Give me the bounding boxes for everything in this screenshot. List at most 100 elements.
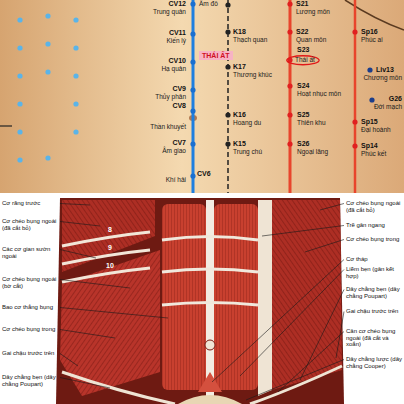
point-name: Đại hoành (361, 127, 391, 134)
leader-line (60, 222, 100, 227)
point-code: CV10 (168, 57, 186, 64)
acupoint-dot (73, 73, 78, 78)
rib (62, 268, 150, 282)
circled-point: Thái ất (286, 55, 320, 66)
acupoint-dot (225, 2, 230, 7)
acupoint-dot (352, 29, 357, 34)
muscle-label: Cơ chéo bụng trong (2, 326, 58, 333)
leader-line (320, 204, 344, 211)
point-code: S26 (297, 140, 309, 147)
highlight-tag: THÁI ẤT (199, 51, 233, 60)
point-code: CV6 (197, 170, 211, 177)
leader-line (262, 226, 344, 237)
point-code: S25 (297, 111, 309, 118)
point-code: CV12 (168, 0, 186, 7)
muscle-label: Cơ tháp (346, 256, 402, 263)
point-code: CV11 (169, 29, 186, 36)
point-code: G26 (389, 95, 402, 102)
tendinous-intersection (162, 269, 258, 272)
rib-number: 9 (108, 244, 112, 251)
acupoint-dot (367, 67, 372, 72)
acupoint-dot (45, 41, 50, 46)
point-code: CV7 (172, 139, 186, 146)
point-name: Khí hải (166, 177, 186, 184)
point-name: Thiên khu (297, 120, 326, 127)
leader-line (60, 280, 130, 289)
point-name: Chương môn (363, 75, 402, 82)
muscle-label: Gai chậu trước trên (346, 308, 402, 315)
point-name: Âm đô (199, 1, 218, 8)
point-code: Liv13 (376, 66, 394, 73)
kidney-meridian-line (227, 0, 229, 193)
conception-vessel-line (192, 0, 195, 193)
point-code: Sp15 (361, 118, 378, 125)
rib (62, 250, 150, 264)
point-name: Thạch quan (233, 37, 267, 44)
tendinous-intersection (162, 237, 258, 241)
point-name: Phúc kết (361, 151, 386, 158)
point-code: K16 (233, 111, 246, 118)
point-code: S21 (296, 0, 308, 7)
point-name: Trung quản (153, 9, 186, 16)
point-name: Kiến lý (166, 38, 186, 45)
linea-alba (206, 200, 214, 400)
muscle-label: Liềm bẹn (gân kết hợp) (346, 266, 402, 279)
acupoint-dot (17, 73, 22, 78)
rectus-sheath (258, 200, 272, 396)
point-code: K18 (233, 28, 246, 35)
pubic-bone (178, 395, 242, 404)
acupoint-dot (45, 13, 50, 18)
point-name: Ngoại lăng (297, 149, 328, 156)
internal-oblique-left (60, 250, 160, 396)
point-name: Thủy phân (155, 94, 186, 101)
inguinal-ligament (62, 372, 175, 404)
acupoint-dot (45, 69, 50, 74)
stomach-meridian-line (289, 0, 292, 193)
panel-ground (0, 197, 404, 404)
point-name: Lương môn (296, 9, 330, 16)
edge-tick (0, 125, 12, 126)
rib (62, 232, 150, 246)
muscle-label: Dây chằng bẹn (dây chằng Poupart) (346, 286, 402, 299)
leader-line (60, 204, 90, 206)
node-text: Thái ất (295, 57, 315, 64)
acupoint-dot (287, 141, 292, 146)
point-name: Hạ quản (161, 66, 186, 73)
acupoint-dot (17, 101, 22, 106)
muscle-label: Cơ chéo bụng ngoài (bờ cắt) (2, 276, 58, 289)
point-name: Âm giao (162, 148, 186, 155)
acupoint-dot (190, 59, 195, 64)
point-code: S23 (297, 46, 309, 53)
acupoint-dot (190, 31, 195, 36)
acupoint-dot (369, 97, 374, 102)
muscle-label: Cơ chéo bụng trong (346, 236, 402, 243)
point-name: Hoạt nhục môn (297, 91, 341, 98)
acupoint-dot (73, 45, 78, 50)
acupoint-dot (287, 112, 292, 117)
leader-line (60, 330, 115, 339)
rib-number: 8 (108, 226, 112, 233)
leader-line (246, 360, 344, 401)
point-code: CV9 (172, 85, 186, 92)
circle-outline (287, 56, 319, 65)
muscle-label: Cơ chéo bụng ngoài (đã cắt bỏ) (2, 218, 58, 231)
point-name: Phúc ai (361, 37, 383, 44)
umbilicus (205, 340, 215, 350)
point-code: S22 (296, 28, 308, 35)
acupoint-dot (190, 1, 195, 6)
point-code: Sp16 (361, 28, 378, 35)
muscle-label: Cân cơ chéo bụng ngoài (đã cắt và xoắn) (346, 328, 402, 348)
muscle-label: Dây chằng bẹn (dây chằng Poupart) (2, 374, 58, 387)
leader-line (336, 312, 344, 359)
acupoint-dot (73, 101, 78, 106)
acupoint-dot (190, 87, 195, 92)
muscle-label: Bao cơ thẳng bụng (2, 304, 58, 311)
acupoint-dot (225, 112, 230, 117)
inguinal-ligament (250, 366, 342, 404)
acupoint-dot (17, 129, 22, 134)
acupoint-dot (190, 108, 195, 113)
acupoint-dot (73, 129, 78, 134)
leader-line (305, 240, 344, 253)
acupoint-dot (287, 1, 292, 6)
